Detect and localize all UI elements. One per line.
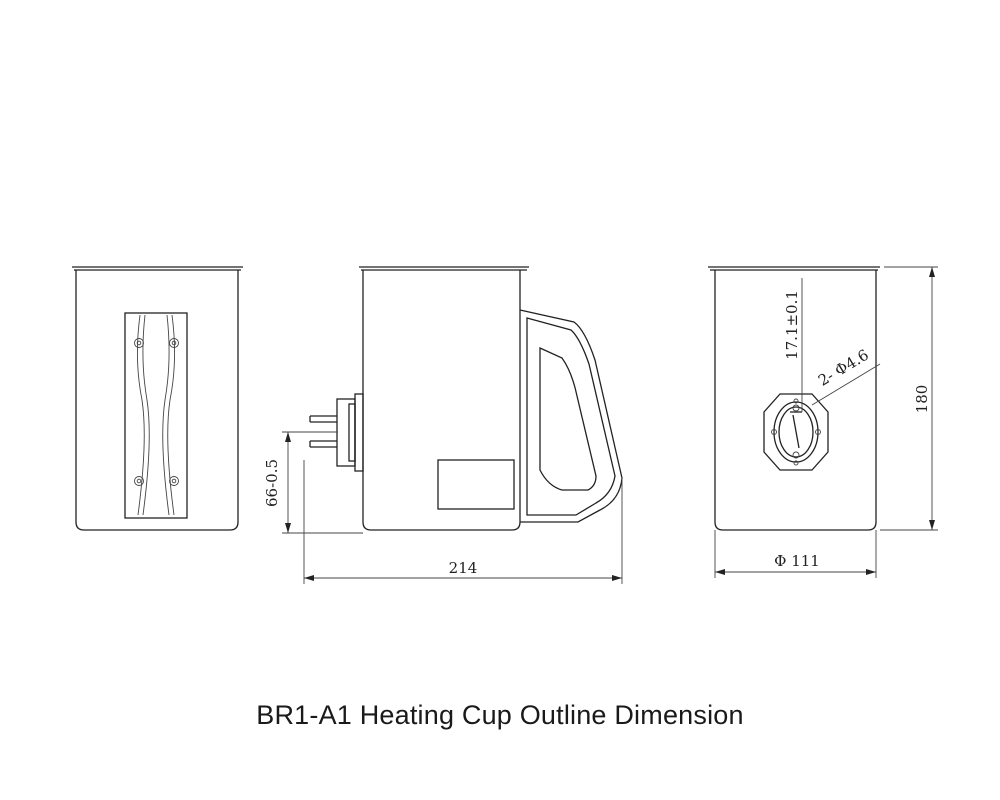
front-view: 17.1±0.1 2- Φ4.6 180 Φ 111 xyxy=(708,266,938,578)
hole-spec-label: 2- Φ4.6 xyxy=(815,346,872,390)
back-view xyxy=(72,266,243,531)
side-view: 66-0.5 214 xyxy=(263,266,623,584)
label-plate xyxy=(437,459,515,510)
socket-offset-label: 17.1±0.1 xyxy=(783,290,801,360)
screw-holes xyxy=(134,338,179,486)
height-label: 180 xyxy=(913,385,931,414)
overall-width-dimension xyxy=(303,460,623,584)
diameter-dimension xyxy=(714,530,877,578)
handle-plate xyxy=(124,312,188,519)
overall-width-label: 214 xyxy=(449,559,478,577)
power-socket xyxy=(763,393,829,471)
pin-height-label: 66-0.5 xyxy=(263,459,281,507)
drawing-caption: BR1-A1 Heating Cup Outline Dimension xyxy=(256,700,744,730)
diameter-label: Φ 111 xyxy=(774,552,820,570)
height-dimension xyxy=(880,266,938,531)
power-connector xyxy=(309,393,364,472)
pin-height-dimension xyxy=(282,431,363,534)
